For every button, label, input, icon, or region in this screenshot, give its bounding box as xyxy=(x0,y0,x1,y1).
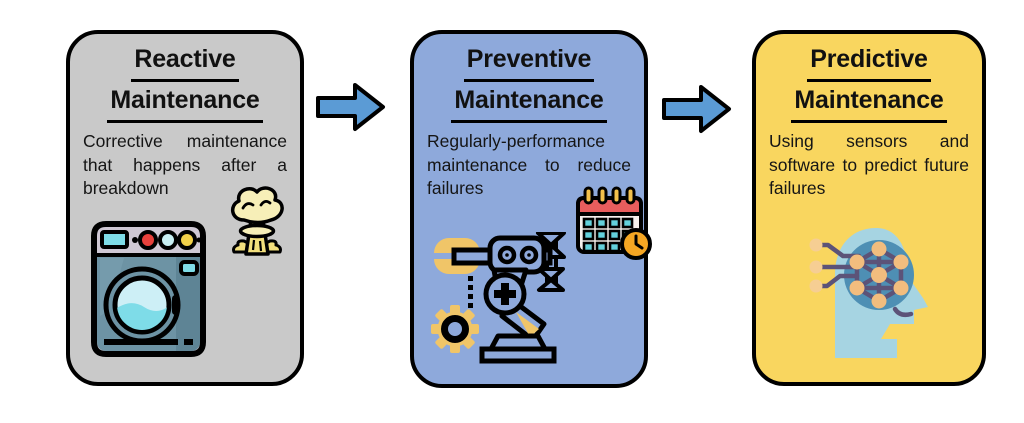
washing-machine-icon xyxy=(91,221,206,357)
predictive-title: Predictive Maintenance xyxy=(756,34,982,123)
reactive-description: Corrective maintenance that happens afte… xyxy=(83,131,287,198)
gear-icon xyxy=(431,305,479,353)
reactive-title-line2: Maintenance xyxy=(107,82,263,123)
ai-head-icon xyxy=(809,228,928,358)
box-reactive-maintenance: Reactive Maintenance Corrective maintena… xyxy=(66,30,304,386)
box-preventive-maintenance: Preventive Maintenance Regularly-perform… xyxy=(410,30,652,388)
reactive-title: Reactive Maintenance xyxy=(70,34,300,123)
predictive-description: Using sensors and software to predict fu… xyxy=(769,131,969,198)
predictive-title-line2: Maintenance xyxy=(791,82,947,123)
preventive-title-line1: Preventive xyxy=(463,41,595,82)
calendar-clock-icon xyxy=(576,186,652,260)
preventive-title: Preventive Maintenance xyxy=(414,34,644,123)
arrow-preventive-to-predictive-icon xyxy=(662,85,731,133)
explosion-icon xyxy=(231,186,284,256)
box-predictive-maintenance: Predictive Maintenance Using sensors and… xyxy=(752,30,986,386)
robot-arm-icon xyxy=(431,232,566,364)
reactive-title-line1: Reactive xyxy=(131,41,239,82)
preventive-description: Regularly-performance maintenance to red… xyxy=(427,131,631,198)
arrow-reactive-to-preventive-icon xyxy=(316,83,385,131)
predictive-title-line1: Predictive xyxy=(807,41,931,82)
preventive-title-line2: Maintenance xyxy=(451,82,607,123)
